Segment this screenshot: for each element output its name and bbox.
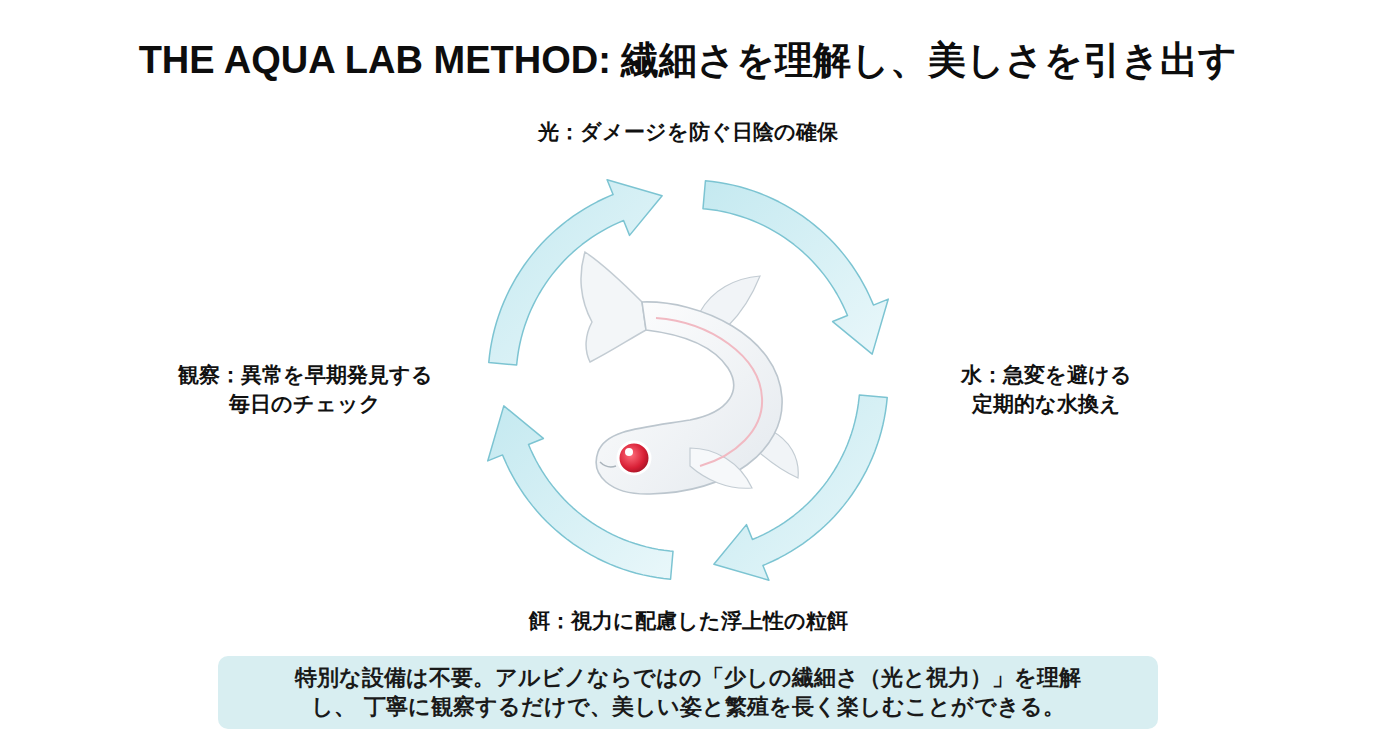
note-text: 特別な設備は不要。アルビノならではの「少しの繊細さ（光と視力）」を理解し、 丁寧… [273, 664, 1103, 721]
fish-fin [690, 448, 752, 488]
fish-tail [581, 252, 646, 362]
albino-fish [581, 252, 798, 494]
stage-label: 餌：視力に配慮した浮上性の粒餌 [529, 607, 848, 636]
fish-body [596, 302, 782, 494]
stage-label: 光：ダメージを防ぐ日陰の確保 [538, 118, 838, 147]
stage-label: 観察：異常を早期発見する 毎日のチェック [173, 361, 438, 420]
fish-eye [618, 442, 650, 474]
note-box: 特別な設備は不要。アルビノならではの「少しの繊細さ（光と視力）」を理解し、 丁寧… [218, 656, 1158, 729]
cycle-arrow [489, 180, 662, 365]
fish-mouth [600, 462, 616, 467]
stage-label: 水：急変を避ける 定期的な水換え [954, 361, 1139, 420]
title: THE AQUA LAB METHOD: 繊細さを理解し、美しさを引き出す [139, 35, 1238, 86]
eye-highlight [625, 448, 633, 456]
lateral-line [656, 318, 762, 466]
cycle-arrows [488, 180, 889, 581]
